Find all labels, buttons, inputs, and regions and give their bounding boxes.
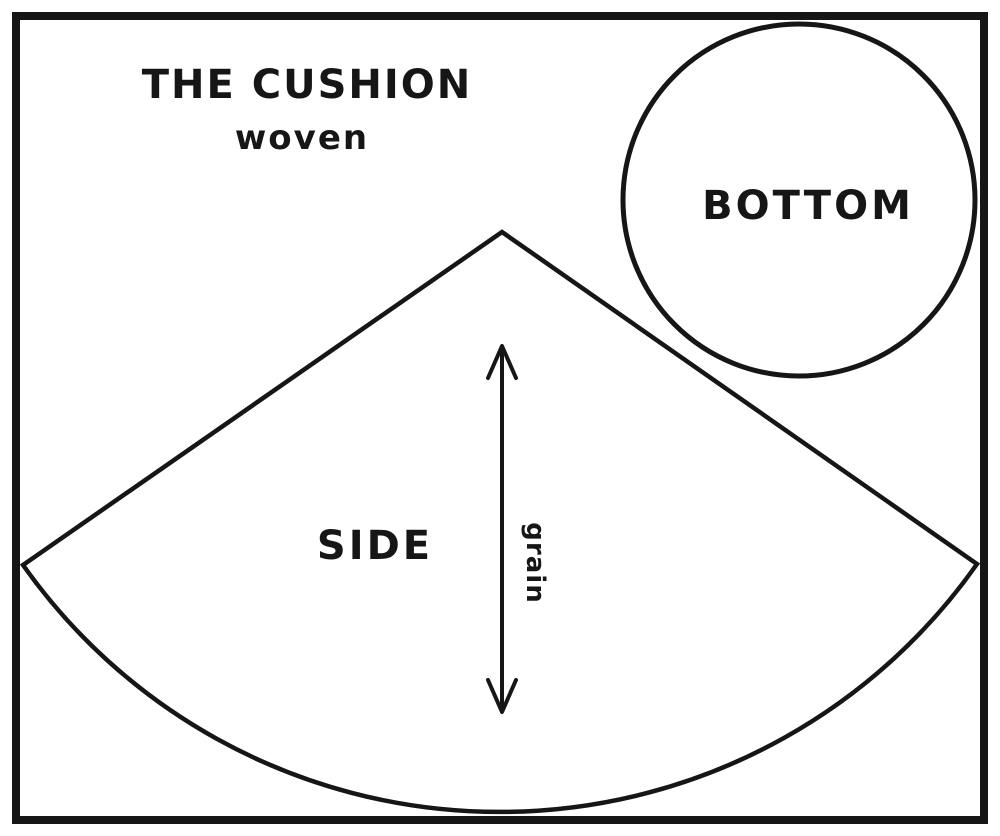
side-piece-label: SIDE	[317, 523, 433, 569]
outer-frame-border	[12, 12, 988, 824]
grain-arrowhead-up-icon	[486, 344, 518, 380]
grain-label: grain	[520, 522, 550, 603]
pattern-title: THE CUSHION	[142, 62, 473, 108]
grain-arrowhead-down-icon	[486, 678, 518, 714]
bottom-piece-label: BOTTOM	[702, 183, 914, 229]
bottom-piece-circle-shape	[620, 21, 978, 379]
pattern-subtitle: woven	[235, 118, 369, 158]
grain-arrow	[486, 344, 518, 714]
